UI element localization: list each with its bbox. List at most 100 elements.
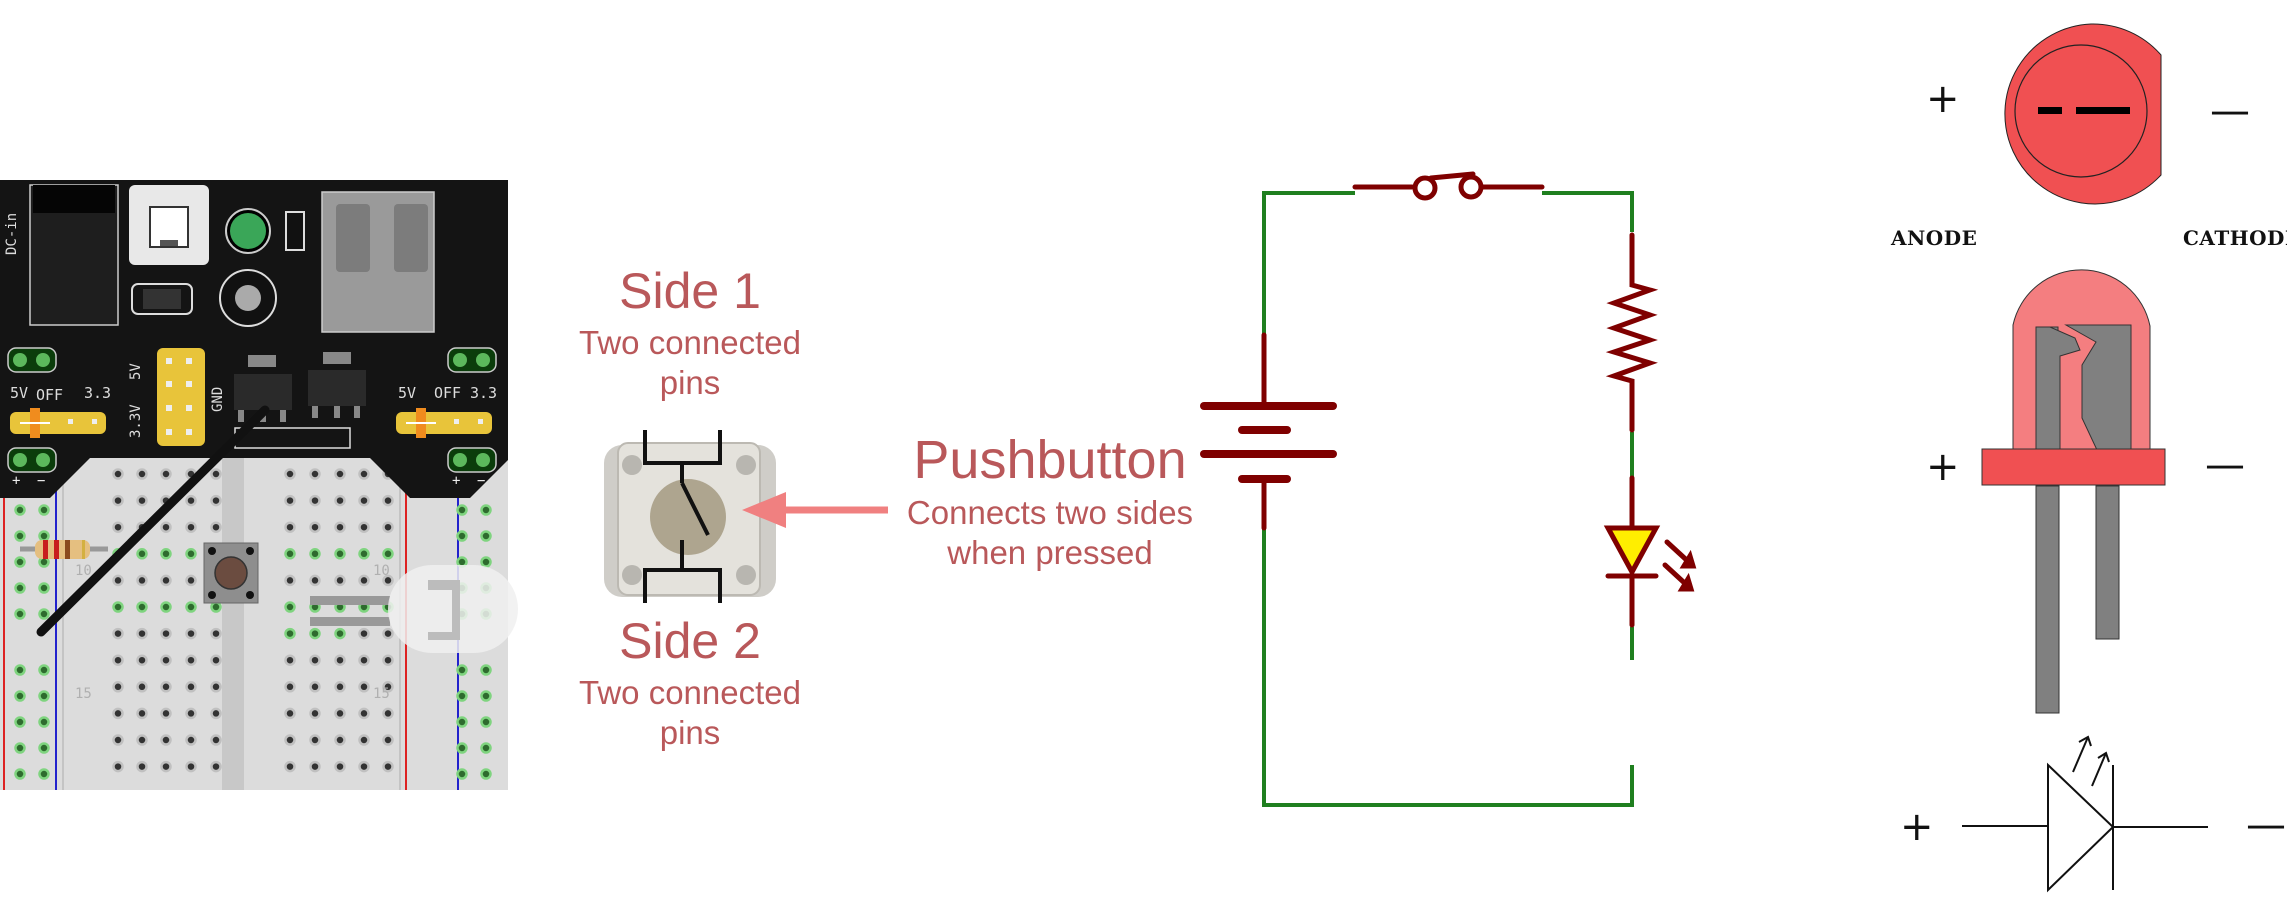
breadboard-hole: [309, 760, 321, 773]
power-rail-hole: [38, 504, 50, 516]
voltage-header: [157, 348, 205, 446]
breadboard-hole: [334, 707, 346, 720]
breadboard-hole: [185, 601, 197, 613]
breadboard-hole: [185, 548, 197, 560]
breadboard-hole: [358, 494, 370, 507]
schematic-wires: [1262, 191, 1634, 807]
callout-arrow: [738, 490, 888, 530]
power-rail-hole: [38, 530, 50, 542]
power-rail-hole: [480, 768, 492, 780]
power-rail-hole: [38, 582, 50, 594]
breadboard-hole: [284, 468, 296, 480]
row-number-15-right: 15: [373, 686, 390, 702]
power-rail-hole: [14, 742, 26, 754]
power-rail-hole: [14, 504, 26, 516]
rail-right-minus: −: [477, 473, 485, 489]
breadboard-hole: [382, 734, 394, 746]
breadboard-hole: [358, 468, 370, 480]
side-2-title: Side 2: [619, 613, 761, 669]
rail-jumper-left: 5V OFF 3.3 + −: [7, 347, 111, 489]
pushbutton-corner: [736, 565, 756, 585]
schematic-svg: [1200, 171, 1697, 807]
breadboard-hole: [160, 627, 172, 640]
led-anatomy-diagram: + — + — + —: [1870, 0, 2287, 893]
side-2-description-line2: pins: [659, 714, 721, 751]
pushbutton-switch-symbol: [643, 430, 722, 603]
breadboard-hole: [160, 548, 172, 560]
breadboard-hole: [334, 494, 346, 507]
power-rail-hole: [480, 664, 492, 676]
rail-jumper-right: 5V OFF 3.3 + −: [396, 347, 497, 489]
power-rail-hole: [14, 582, 26, 594]
breadboard-hole: [160, 521, 172, 533]
rail-left-off-label: OFF: [36, 386, 63, 404]
header-33v-label: 3.3V: [128, 404, 144, 438]
breadboard-hole: [284, 681, 296, 693]
breadboard-hole: [334, 574, 346, 587]
breadboard-hole: [136, 548, 148, 560]
breadboard-hole: [112, 574, 124, 587]
breadboard-hole: [112, 654, 124, 666]
breadboard-hole: [112, 707, 124, 720]
rail-left-minus: −: [37, 473, 45, 489]
breadboard-hole: [358, 681, 370, 693]
breadboard-hole: [112, 521, 124, 533]
breadboard-hole: [309, 574, 321, 587]
side-2-description-line1: Two connected: [579, 674, 801, 711]
rail-left-plus: +: [12, 473, 20, 489]
breadboard-hole: [160, 601, 172, 613]
plus-sign-top: +: [1926, 76, 1960, 122]
rail-right-plus: +: [452, 473, 460, 489]
pushbutton-cap: [650, 479, 726, 555]
led-top-view: [2004, 23, 2162, 205]
breadboard-hole: [382, 627, 394, 640]
breadboard-hole: [136, 760, 148, 773]
breadboard-hole: [284, 601, 296, 613]
breadboard-hole: [160, 574, 172, 587]
breadboard-hole: [382, 654, 394, 666]
breadboard-hole: [185, 627, 197, 640]
breadboard-hole: [160, 734, 172, 746]
smd-resistor: [285, 211, 305, 251]
power-rail-hole: [14, 690, 26, 702]
breadboard-hole: [358, 548, 370, 560]
breadboard-hole: [309, 627, 321, 640]
power-rail-hole: [480, 742, 492, 754]
breadboard-hole: [112, 734, 124, 746]
breadboard-hole: [284, 760, 296, 773]
breadboard-hole: [382, 707, 394, 720]
pushbutton-description-line2: when pressed: [947, 534, 1153, 571]
power-rail-hole: [14, 664, 26, 676]
breadboard-hole: [382, 494, 394, 507]
power-rail-hole: [14, 716, 26, 728]
breadboard-hole: [210, 494, 222, 507]
power-rail-hole: [14, 608, 26, 620]
usb-slot-1: [336, 204, 370, 272]
pushbutton-description-line1: Connects two sides: [906, 494, 1194, 531]
power-rail-hole: [456, 742, 468, 754]
minus-sign-side: —: [2205, 442, 2245, 488]
breadboard-hole: [112, 468, 124, 480]
breadboard-hole: [112, 494, 124, 507]
power-switch-notch: [160, 240, 178, 246]
circuit-schematic: [1190, 160, 1890, 820]
arrow-head: [742, 492, 786, 528]
breadboard-hole: [382, 521, 394, 533]
breadboard-hole: [136, 494, 148, 507]
jumper-wire: [36, 405, 270, 637]
breadboard-hole: [112, 681, 124, 693]
breadboard-hole: [185, 734, 197, 746]
breadboard-hole: [284, 574, 296, 587]
header-pins: [166, 358, 192, 435]
rail-right-off-label: OFF: [434, 384, 461, 402]
potentiometer-knob: [235, 285, 261, 311]
power-rail-hole: [456, 530, 468, 542]
breadboard-hole: [382, 681, 394, 693]
power-rail-hole: [480, 716, 492, 728]
breadboard-hole: [358, 574, 370, 587]
power-rail-hole: [456, 690, 468, 702]
breadboard-hole: [136, 707, 148, 720]
power-rail-hole: [38, 664, 50, 676]
breadboard-hole: [136, 734, 148, 746]
center-channel: [222, 450, 244, 790]
